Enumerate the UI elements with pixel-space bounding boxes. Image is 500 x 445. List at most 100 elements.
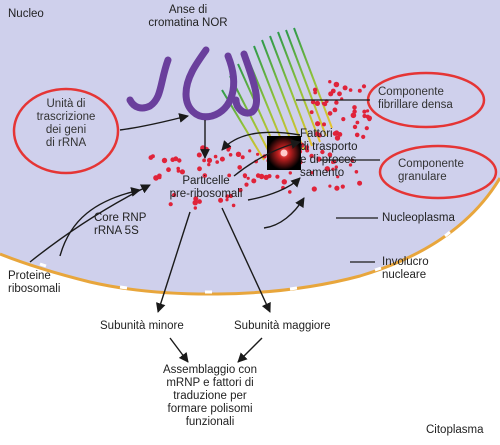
label-particelle-preribosomali: Particelle pre-ribosomali xyxy=(169,175,243,200)
arrow-particles-maggiore xyxy=(221,207,271,313)
granule xyxy=(362,113,367,119)
granule xyxy=(196,152,202,158)
granule xyxy=(157,175,162,180)
granule xyxy=(197,199,202,204)
granule xyxy=(355,120,360,125)
label-core-rnp: Core RNP rRNA 5S xyxy=(94,212,147,237)
granule xyxy=(348,163,353,167)
granule xyxy=(309,110,314,115)
label-assemblaggio: Assemblaggio con mRNP e fattori di tradu… xyxy=(163,364,257,428)
label-proteine-ribosomali: Proteine ribosomali xyxy=(8,270,61,295)
label-nucleoplasma: Nucleoplasma xyxy=(382,212,455,224)
granule xyxy=(243,174,247,179)
granule xyxy=(357,180,363,186)
granule xyxy=(231,203,236,208)
granule xyxy=(226,147,231,152)
arrow-return xyxy=(233,139,301,177)
granule xyxy=(334,165,338,169)
granule xyxy=(327,111,333,116)
granule xyxy=(354,170,359,174)
granule xyxy=(228,193,233,199)
granule xyxy=(193,196,199,202)
granule xyxy=(364,126,369,131)
granule xyxy=(288,190,292,194)
granule xyxy=(334,100,339,105)
granule xyxy=(202,158,207,163)
oval-componente-granulare xyxy=(378,144,498,200)
granule xyxy=(320,149,325,155)
granule xyxy=(367,117,372,122)
granule xyxy=(172,192,177,198)
granule xyxy=(251,178,257,184)
granule xyxy=(340,184,345,189)
granule xyxy=(332,159,337,164)
granule xyxy=(354,132,360,138)
granule xyxy=(336,175,340,179)
granule xyxy=(238,188,243,193)
granule xyxy=(352,105,357,110)
arrow-fattori-to-particles xyxy=(221,131,301,151)
granule xyxy=(248,149,252,153)
granule xyxy=(332,131,338,136)
granule xyxy=(342,85,348,91)
granule xyxy=(202,173,208,178)
chromatin-loops xyxy=(126,46,261,121)
granule xyxy=(321,101,325,105)
granule xyxy=(244,182,249,187)
granule xyxy=(207,162,211,167)
granule xyxy=(218,197,224,203)
granule xyxy=(168,202,173,207)
label-nucleo: Nucleo xyxy=(8,8,44,20)
granule xyxy=(317,132,322,138)
granule xyxy=(327,152,333,157)
granule xyxy=(219,156,225,162)
arrow-maggiore-assemblaggio xyxy=(237,337,263,363)
granule xyxy=(255,173,261,178)
granule xyxy=(173,156,179,162)
granule xyxy=(337,91,342,97)
granule xyxy=(361,134,366,139)
granule xyxy=(334,185,340,191)
granule xyxy=(361,84,367,89)
granule xyxy=(240,155,245,160)
granule xyxy=(350,112,357,119)
label-componente-fibrillare: Componente fibrillare densa xyxy=(378,86,453,111)
granule xyxy=(324,166,330,172)
granule xyxy=(341,117,346,122)
granule xyxy=(193,206,197,210)
granule xyxy=(275,174,280,179)
granule xyxy=(328,184,332,188)
granule xyxy=(256,152,260,156)
granule xyxy=(192,200,198,206)
oval-unita-trascrizione xyxy=(12,87,120,175)
label-anse-cromatina: Anse di cromatina NOR xyxy=(148,4,228,29)
granule xyxy=(288,171,292,175)
granule xyxy=(309,153,314,159)
granule xyxy=(352,109,357,114)
granule xyxy=(237,165,242,170)
label-componente-granulare: Componente granulare xyxy=(398,158,464,183)
granule xyxy=(197,166,202,172)
granule xyxy=(315,121,321,127)
granule xyxy=(213,154,218,159)
arrow-core-to-particles xyxy=(59,187,141,257)
arrow-granular xyxy=(263,197,305,229)
granule xyxy=(314,100,320,106)
nucleus-region xyxy=(0,0,500,295)
granule xyxy=(227,173,232,178)
nuclear-pores xyxy=(39,230,451,294)
granule xyxy=(246,176,250,180)
label-citoplasma: Citoplasma xyxy=(426,424,484,436)
granule xyxy=(312,87,318,93)
granule xyxy=(148,155,154,160)
granule xyxy=(206,157,213,163)
arrows xyxy=(29,113,305,363)
granule xyxy=(166,167,171,173)
label-subunita-maggiore: Subunità maggiore xyxy=(234,320,331,332)
granule xyxy=(179,169,185,175)
highlight-marker-dot xyxy=(280,149,288,157)
granule xyxy=(215,160,219,164)
granule xyxy=(328,91,334,97)
granule xyxy=(225,194,230,199)
arrow-unita-to-loop xyxy=(119,113,189,131)
